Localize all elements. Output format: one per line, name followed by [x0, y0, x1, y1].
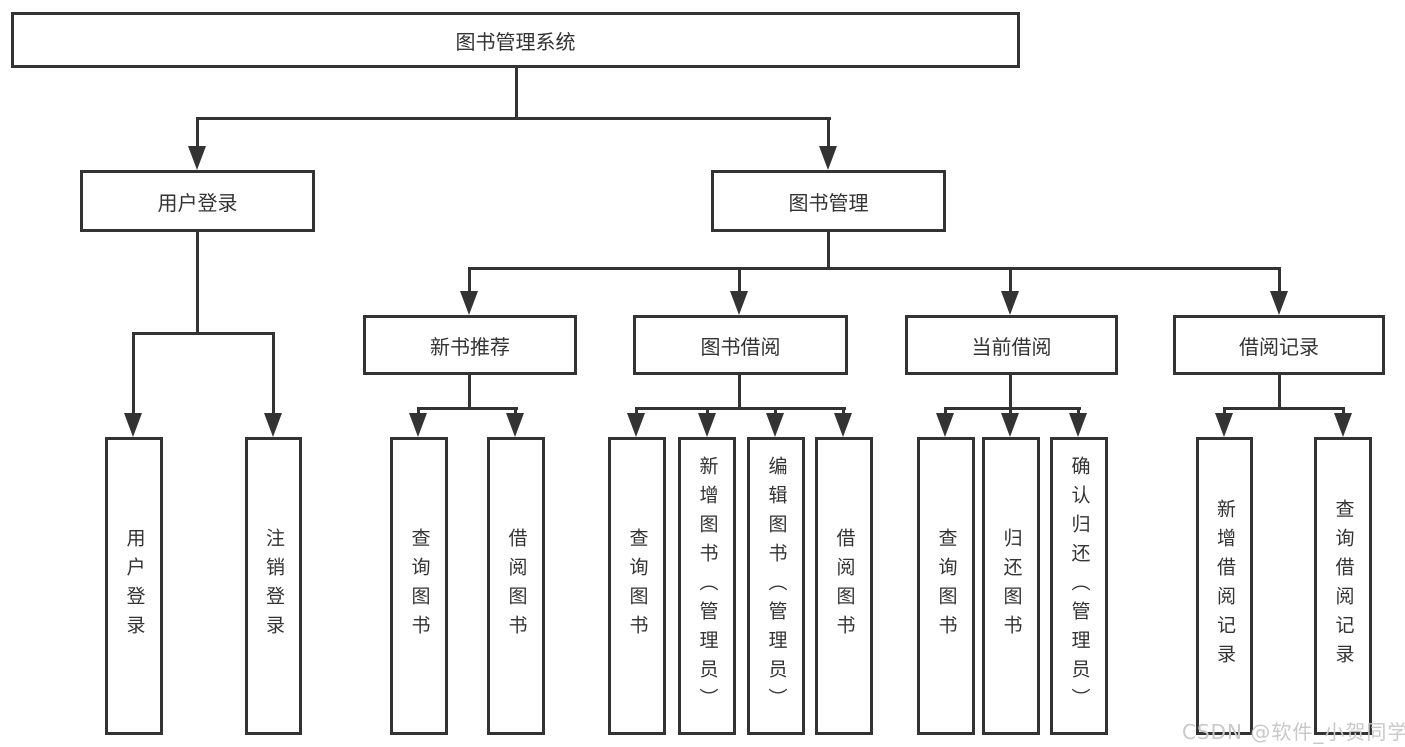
node-leaf-confirm-return-admin: 确认归还（管理员）	[1050, 437, 1108, 735]
connector-current-borrow-stem	[1008, 375, 1012, 408]
leaf-label: 归还图书	[1000, 528, 1023, 644]
node-current-borrow-label: 当前借阅	[971, 334, 1052, 359]
node-current-borrow: 当前借阅	[905, 315, 1118, 375]
connector-stub	[131, 333, 135, 415]
node-root-label: 图书管理系统	[455, 29, 576, 54]
leaf-label: 确认归还（管理员）	[1068, 455, 1091, 717]
leaf-label: 新增借阅记录	[1214, 499, 1236, 673]
connector-current-borrow-rail	[943, 406, 1081, 410]
connector-stub-user-login	[195, 118, 199, 148]
connector-stub	[513, 408, 517, 416]
leaf-label: 用户登录	[123, 528, 146, 644]
connector-stub	[416, 408, 420, 416]
node-leaf-query-books-2: 查询图书	[608, 437, 666, 735]
connector-book-borrow-rail	[634, 406, 846, 410]
node-leaf-return-books: 归还图书	[982, 437, 1040, 735]
arrowhead	[1334, 413, 1352, 437]
node-user-login-label: 用户登录	[157, 190, 238, 215]
node-book-borrow-label: 图书借阅	[700, 334, 781, 359]
node-leaf-user-login: 用户登录	[105, 437, 163, 735]
node-new-book-recommend: 新书推荐	[363, 315, 577, 375]
arrowhead	[460, 291, 478, 315]
arrowhead	[409, 413, 427, 437]
connector-stub	[705, 408, 709, 416]
node-leaf-borrow-books-2: 借阅图书	[815, 437, 873, 735]
arrowhead	[834, 413, 852, 437]
node-book-management: 图书管理	[711, 170, 946, 232]
arrowhead	[766, 413, 784, 437]
connector-new-book-stem	[467, 375, 471, 408]
connector-root-stem	[514, 68, 518, 118]
node-book-borrow: 图书借阅	[633, 315, 848, 375]
node-new-book-recommend-label: 新书推荐	[430, 334, 510, 359]
arrowhead	[1001, 291, 1019, 315]
node-borrow-records-label: 借阅记录	[1239, 334, 1319, 359]
arrowhead	[124, 413, 142, 437]
leaf-label: 注销登录	[263, 528, 285, 644]
leaf-label: 查询图书	[626, 528, 649, 644]
connector-user-login-stem	[195, 232, 199, 333]
arrowhead	[819, 146, 837, 170]
connector-stub	[634, 408, 638, 416]
leaf-label: 查询借阅记录	[1332, 499, 1355, 673]
node-leaf-add-books-admin: 新增图书（管理员）	[678, 437, 736, 735]
connector-stub-book-management	[826, 118, 830, 148]
arrowhead	[506, 413, 524, 437]
connector-stub	[943, 408, 947, 416]
connector-records-rail	[1222, 406, 1345, 410]
connector-stub	[1222, 408, 1226, 416]
node-leaf-edit-books-admin: 编辑图书（管理员）	[747, 437, 805, 735]
arrowhead	[1270, 291, 1288, 315]
arrowhead	[1001, 413, 1019, 437]
connector-level3-rail	[467, 266, 1281, 270]
connector-stub	[1008, 408, 1012, 416]
node-leaf-query-books-1: 查询图书	[390, 437, 448, 735]
leaf-label: 新增图书（管理员）	[696, 455, 719, 717]
arrowhead	[1069, 413, 1087, 437]
arrowhead	[936, 413, 954, 437]
leaf-label: 查询图书	[408, 528, 431, 644]
connector-level2-rail	[195, 116, 831, 120]
node-root: 图书管理系统	[11, 12, 1020, 68]
arrowhead	[1215, 413, 1233, 437]
node-leaf-add-borrow-record: 新增借阅记录	[1196, 437, 1253, 735]
connector-stub	[1076, 408, 1080, 416]
node-leaf-query-borrow-record: 查询借阅记录	[1314, 437, 1372, 735]
connector-records-stem	[1277, 375, 1281, 408]
leaf-label: 查询图书	[935, 528, 958, 644]
connector-stub	[1277, 268, 1281, 293]
watermark-text: CSDN @软件_小贺同学	[1182, 720, 1405, 744]
arrowhead	[264, 413, 282, 437]
connector-user-login-rail	[131, 331, 275, 335]
connector-book-management-stem	[826, 232, 830, 268]
connector-stub	[737, 268, 741, 293]
node-leaf-logout: 注销登录	[245, 437, 302, 735]
node-leaf-query-books-3: 查询图书	[917, 437, 975, 735]
node-borrow-records: 借阅记录	[1173, 315, 1385, 375]
node-leaf-borrow-books-1: 借阅图书	[487, 437, 545, 735]
connector-stub	[773, 408, 777, 416]
connector-new-book-rail	[416, 406, 518, 410]
arrowhead	[730, 291, 748, 315]
leaf-label: 借阅图书	[833, 528, 856, 644]
leaf-label: 借阅图书	[505, 528, 528, 644]
leaf-label: 编辑图书（管理员）	[765, 455, 788, 717]
connector-stub	[841, 408, 845, 416]
connector-stub	[1008, 268, 1012, 293]
connector-stub	[271, 333, 275, 415]
connector-book-borrow-stem	[737, 375, 741, 408]
node-user-login: 用户登录	[80, 170, 315, 232]
node-book-management-label: 图书管理	[788, 190, 869, 215]
arrowhead	[188, 146, 206, 170]
arrowhead	[627, 413, 645, 437]
connector-stub	[1341, 408, 1345, 416]
arrowhead	[698, 413, 716, 437]
connector-stub	[467, 268, 471, 293]
